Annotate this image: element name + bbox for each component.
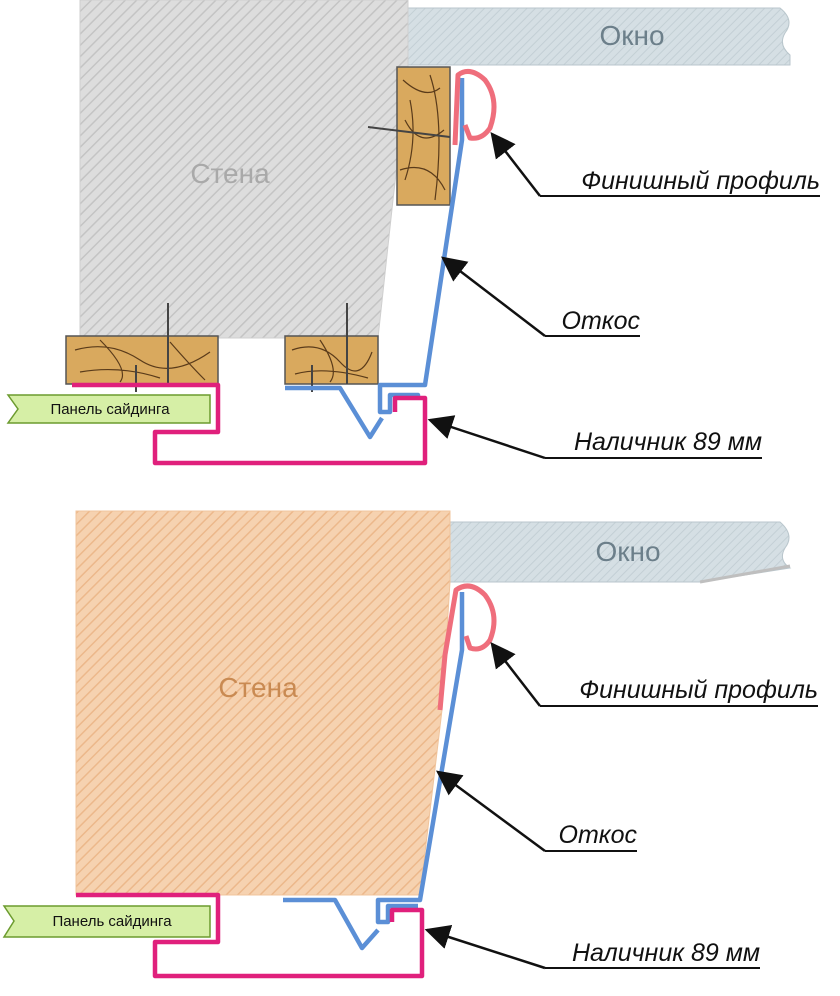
siding-panel-tag: Панель сайдинга xyxy=(6,394,211,424)
finish-profile xyxy=(437,583,497,711)
slope-profile xyxy=(283,592,465,951)
wood-bar-right xyxy=(284,335,379,385)
window-label: Окно xyxy=(595,536,660,567)
diagram-bottom: Окно Стена Панель сайдинга Финишный проф… xyxy=(2,510,818,979)
casing-label: Наличник 89 мм xyxy=(572,939,760,967)
wood-bar-upper xyxy=(396,66,451,206)
finish-profile-label: Финишный профиль xyxy=(579,676,818,704)
callout-casing: Наличник 89 мм xyxy=(424,924,760,970)
slope-label: Откос xyxy=(559,821,638,849)
casing-profile xyxy=(76,892,425,979)
siding-panel-tag: Панель сайдинга xyxy=(2,905,211,938)
wood-bar-left xyxy=(65,335,219,385)
casing-label: Наличник 89 мм xyxy=(574,428,762,456)
callout-casing: Наличник 89 мм xyxy=(427,415,762,460)
siding-panel-label: Панель сайдинга xyxy=(50,401,170,418)
finish-profile-label: Финишный профиль xyxy=(581,167,820,195)
window-sill-edge xyxy=(699,564,791,584)
diagram-top: Окно Стена xyxy=(6,0,820,466)
wall-label: Стена xyxy=(190,158,270,189)
finish-profile xyxy=(452,68,497,146)
callout-finish-profile: Финишный профиль xyxy=(490,642,818,707)
siding-panel-label: Панель сайдинга xyxy=(52,913,172,930)
casing-profile xyxy=(72,382,428,466)
slope-profile xyxy=(285,78,465,440)
callout-finish-profile: Финишный профиль xyxy=(490,132,820,197)
wall-block xyxy=(75,510,451,896)
window-block xyxy=(449,521,792,583)
window-block xyxy=(407,7,791,66)
callout-slope: Откос xyxy=(435,770,638,853)
callout-slope: Откос xyxy=(441,256,641,337)
wall-label: Стена xyxy=(218,672,298,703)
slope-label: Откос xyxy=(562,307,641,335)
window-label: Окно xyxy=(599,20,664,51)
